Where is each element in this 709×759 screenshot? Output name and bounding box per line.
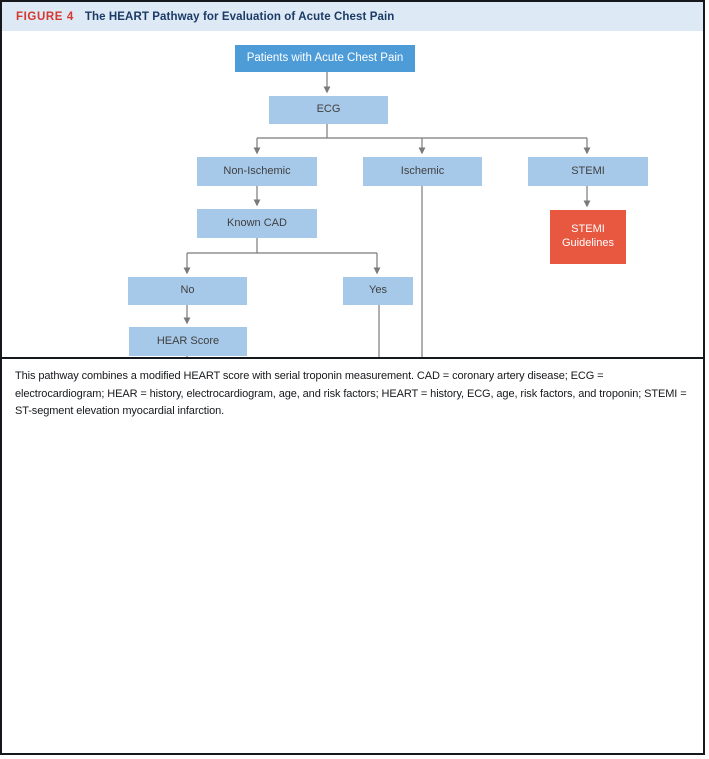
figure-titlebar: FIGURE 4 The HEART Pathway for Evaluatio…	[2, 2, 703, 31]
node-stemi-guidelines: STEMI Guidelines	[550, 210, 626, 264]
node-known-cad: Known CAD	[197, 209, 317, 238]
figure-caption: This pathway combines a modified HEART s…	[15, 369, 687, 418]
flowchart-connectors	[183, 72, 591, 357]
node-ecg: ECG	[269, 96, 388, 124]
figure-title: The HEART Pathway for Evaluation of Acut…	[84, 10, 395, 23]
node-hear-score: HEAR Score	[129, 327, 247, 356]
node-non-ischemic: Non-Ischemic	[197, 157, 317, 186]
figure-number-label: FIGURE 4	[16, 10, 74, 23]
figure-caption-box: This pathway combines a modified HEART s…	[2, 356, 703, 753]
node-stemi: STEMI	[528, 157, 648, 186]
flowchart-canvas: Patients with Acute Chest Pain ECG Non-I…	[2, 31, 703, 357]
node-ischemic: Ischemic	[363, 157, 482, 186]
node-no: No	[128, 277, 247, 305]
node-yes: Yes	[343, 277, 413, 305]
node-patients: Patients with Acute Chest Pain	[235, 45, 415, 72]
